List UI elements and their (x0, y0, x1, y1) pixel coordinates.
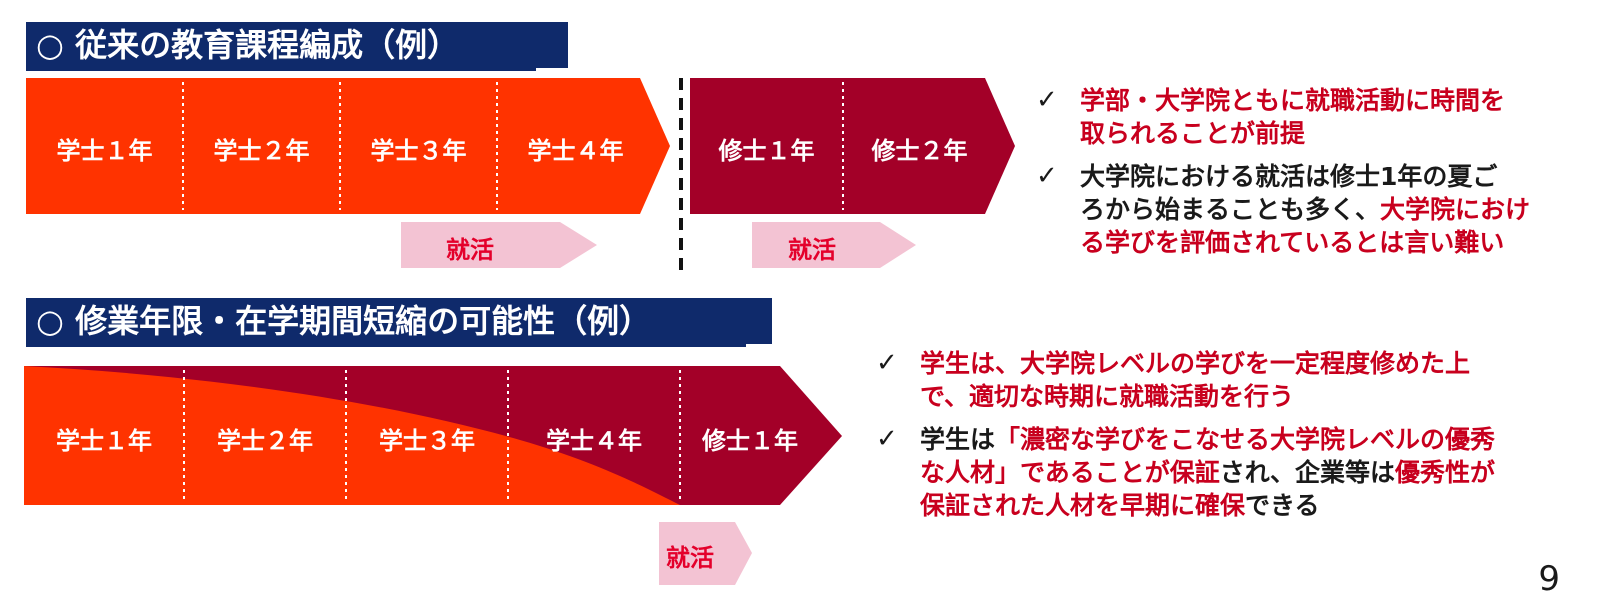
job-hunting-arrow-1 (401, 222, 597, 268)
year-label: 修士１年 (702, 427, 798, 455)
page-number: 9 (1538, 559, 1560, 599)
bullet-item: ✓ 学部・大学院ともに就職活動に時間を 取られることが前提 (1036, 85, 1506, 148)
undergrad-fill-curve (24, 366, 680, 505)
master-arrow (690, 78, 1015, 214)
section2-title: ○ 修業年限・在学期間短縮の可能性（例） (26, 298, 772, 344)
undergrad-arrow (26, 78, 670, 214)
job-hunting-arrow-3 (659, 522, 752, 585)
job-hunting-label: 就活 (446, 236, 494, 264)
section2-bullets: ✓ 学生は、大学院レベルの学びを一定程度修めた上 で、適切な時期に就職活動を行う… (876, 347, 1576, 532)
year-label: 学士１年 (56, 427, 152, 455)
bullet-item: ✓ 学生は「濃密な学びをこなせる大学院レベルの優秀 な人材」であることが保証され… (876, 424, 1496, 520)
year-label: 修士１年 (718, 137, 815, 165)
year-label: 学士２年 (217, 427, 313, 455)
year-label: 学士１年 (56, 137, 153, 165)
check-icon: ✓ (1036, 161, 1058, 191)
check-icon: ✓ (1036, 85, 1058, 115)
section1-title-underline (26, 68, 536, 71)
job-hunting-label: 就活 (788, 236, 836, 264)
year-label: 学士３年 (379, 427, 475, 455)
section1-title: ○ 従来の教育課程編成（例） (26, 22, 568, 68)
section1-bullets: ✓ 学部・大学院ともに就職活動に時間を 取られることが前提 ✓ 大学院における就… (1036, 84, 1576, 269)
year-label: 修士２年 (871, 137, 968, 165)
section2-title-underline (26, 344, 746, 347)
check-icon: ✓ (876, 424, 898, 454)
year-label: 学士３年 (370, 137, 467, 165)
bullet-item: ✓ 大学院における就活は修士1年の夏ご ろから始まることも多く、大学院におけ る… (1036, 161, 1531, 257)
bullet-item: ✓ 学生は、大学院レベルの学びを一定程度修めた上 で、適切な時期に就職活動を行う (876, 348, 1471, 411)
year-label: 学士４年 (546, 427, 642, 455)
check-icon: ✓ (876, 348, 898, 378)
job-hunting-arrow-2 (752, 222, 916, 268)
job-hunting-label: 就活 (666, 544, 714, 572)
year-label: 学士４年 (527, 137, 624, 165)
year-label: 学士２年 (213, 137, 310, 165)
